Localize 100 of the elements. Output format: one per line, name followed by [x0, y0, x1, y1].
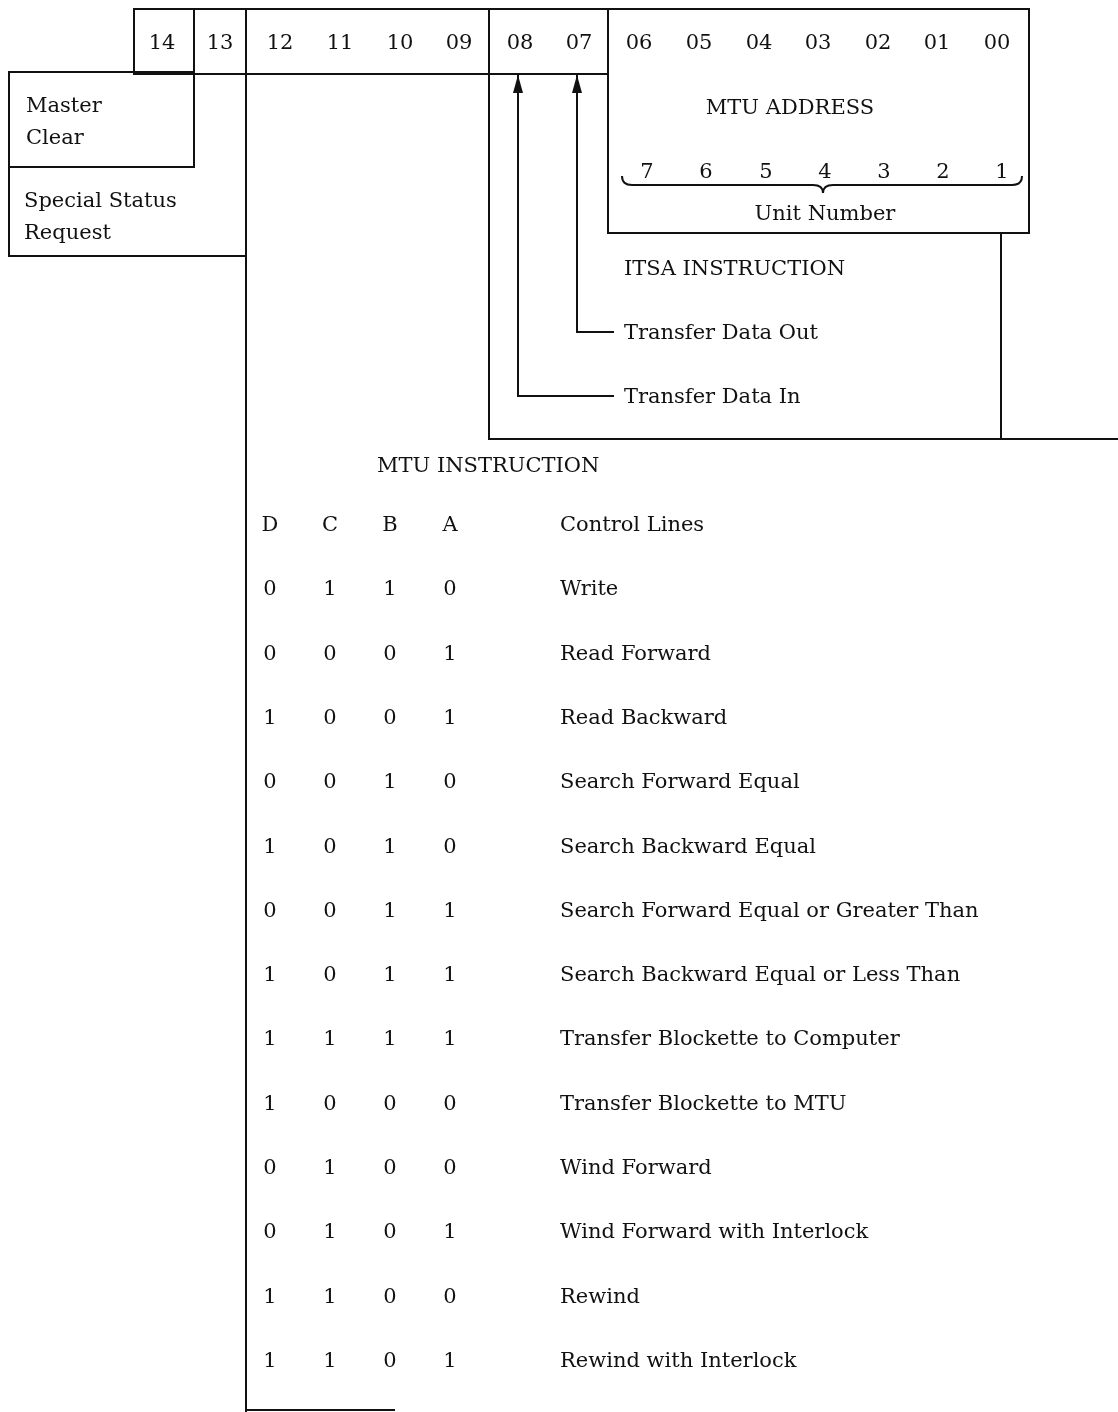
bit-value: 0 [323, 896, 337, 924]
bit-value: 0 [383, 639, 397, 667]
table-cell-text: Search Backward Equal [560, 832, 816, 860]
bit-value: 1 [263, 1346, 277, 1374]
bit-value: 1 [383, 832, 397, 860]
bit-number: 14 [148, 29, 176, 56]
bit-value: 0 [443, 1154, 457, 1181]
bit-value: 1 [323, 1025, 337, 1053]
bit-number: 03 [804, 29, 832, 56]
bit-value: 1 [323, 1154, 337, 1181]
table-cell-text: Rewind [560, 1282, 640, 1310]
bit-index: 1 [995, 158, 1009, 185]
bit-value: 0 [443, 575, 457, 603]
bit-cell [193, 8, 247, 75]
bit-value: 0 [323, 768, 337, 796]
bit-index: 3 [877, 158, 891, 185]
table-cell-text: Transfer Blockette to Computer [560, 1025, 900, 1053]
bit-value: 1 [443, 703, 457, 731]
bit-field-cell [245, 8, 490, 75]
field-title: MTU INSTRUCTION [377, 452, 600, 479]
field-title: Master Clear [26, 92, 103, 151]
bit-value: 1 [443, 1346, 457, 1374]
column-header: Control Lines [560, 511, 705, 538]
table-cell-text: Wind Forward [560, 1154, 712, 1181]
bit-value: 0 [383, 1282, 397, 1310]
field-label: Transfer Data In [624, 383, 801, 410]
column-header: B [382, 511, 398, 538]
leader-arrow [513, 74, 615, 397]
bit-field-cell [488, 8, 609, 75]
field-title: MTU ADDRESS [705, 94, 875, 121]
bit-value: 1 [323, 1282, 337, 1310]
table-cell-text: Write [560, 575, 619, 603]
bit-value: 1 [323, 1218, 337, 1246]
table-cell-text: Search Backward Equal or Less Than [560, 961, 961, 989]
bit-value: 1 [443, 639, 457, 667]
bit-value: 0 [263, 896, 277, 924]
bit-value: 0 [383, 1089, 397, 1117]
bit-value: 1 [263, 1089, 277, 1117]
bit-value: 1 [443, 1218, 457, 1246]
bit-value: 0 [323, 961, 337, 989]
bit-value: 0 [383, 1346, 397, 1374]
bit-value: 1 [383, 768, 397, 796]
bit-index: 7 [640, 158, 654, 185]
bit-number: 12 [266, 29, 294, 56]
bit-value: 1 [323, 1346, 337, 1374]
bit-value: 0 [443, 768, 457, 796]
bit-value: 0 [383, 1154, 397, 1181]
field-box [607, 73, 1030, 234]
bit-value: 0 [323, 1089, 337, 1117]
column-header: A [442, 511, 458, 538]
bit-number: 09 [445, 29, 473, 56]
field-title: Special Status Request [24, 187, 178, 246]
bit-value: 1 [383, 896, 397, 924]
bit-index: 4 [818, 158, 832, 185]
bit-value: 1 [263, 961, 277, 989]
bit-value: 1 [323, 575, 337, 603]
table-cell-text: Read Forward [560, 639, 711, 667]
bit-cell [133, 8, 195, 75]
table-cell-text: Rewind with Interlock [560, 1346, 797, 1374]
bit-value: 0 [263, 639, 277, 667]
table-cell-text: Transfer Blockette to MTU [560, 1089, 847, 1117]
field-label: Transfer Data Out [624, 319, 818, 346]
field-title: Unit Number [754, 200, 896, 227]
bit-value: 1 [383, 961, 397, 989]
bit-value: 1 [263, 1282, 277, 1310]
bit-index: 6 [699, 158, 713, 185]
bit-value: 0 [383, 1218, 397, 1246]
bit-value: 1 [443, 1025, 457, 1053]
bit-number: 11 [326, 29, 354, 56]
bit-value: 0 [263, 1218, 277, 1246]
field-box [8, 166, 247, 257]
column-header: D [261, 511, 279, 538]
bit-value: 1 [383, 1025, 397, 1053]
field-box [8, 71, 195, 168]
bit-number: 07 [565, 29, 593, 56]
bit-index: 2 [936, 158, 950, 185]
bit-number: 05 [685, 29, 713, 56]
bit-number: 02 [864, 29, 892, 56]
bit-value: 1 [263, 1025, 277, 1053]
table-cell-text: Read Backward [560, 703, 728, 731]
bit-value: 0 [263, 575, 277, 603]
bit-number: 00 [983, 29, 1011, 56]
bit-value: 0 [383, 703, 397, 731]
bit-value: 0 [323, 703, 337, 731]
bit-value: 1 [383, 575, 397, 603]
bit-value: 0 [263, 768, 277, 796]
bit-number: 04 [745, 29, 773, 56]
bit-number: 08 [506, 29, 534, 56]
bit-value: 1 [263, 703, 277, 731]
bit-value: 1 [443, 896, 457, 924]
bit-number: 10 [386, 29, 414, 56]
bit-value: 1 [443, 961, 457, 989]
bit-number: 13 [206, 29, 234, 56]
bit-value: 0 [443, 1089, 457, 1117]
bit-value: 0 [323, 639, 337, 667]
bit-value: 0 [323, 832, 337, 860]
table-cell-text: Wind Forward with Interlock [560, 1218, 869, 1246]
bit-number: 06 [625, 29, 653, 56]
column-header: C [321, 511, 339, 538]
bit-value: 0 [443, 1282, 457, 1310]
